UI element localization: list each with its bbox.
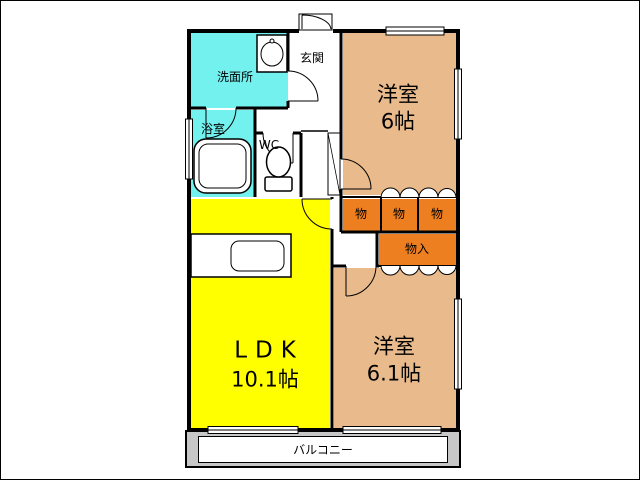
kitchen-sink <box>230 240 285 272</box>
ldk-size: 10.1帖 <box>231 367 299 392</box>
balcony-floor: バルコニー <box>198 436 448 463</box>
bathtub-inner <box>198 143 247 189</box>
entrance-door-swing <box>301 14 332 30</box>
bifold-bump <box>399 265 420 276</box>
bedroom2-name: 洋室 <box>373 334 415 359</box>
toilet-tank <box>264 176 293 192</box>
closet2-label: 物 <box>392 206 406 221</box>
storage-label: 物入 <box>404 241 430 256</box>
bedroom1-label: 洋室 6帖 <box>377 82 419 137</box>
bedroom1-name: 洋室 <box>377 82 419 107</box>
bifold-bump <box>437 188 457 198</box>
bathtub-icon <box>193 138 252 194</box>
bathroom-label: 浴室 <box>200 121 226 136</box>
entrance-door-icon <box>298 13 333 31</box>
toilet-icon <box>264 146 293 192</box>
bedroom1-size: 6帖 <box>380 110 416 134</box>
bifold-bump <box>380 265 401 276</box>
washroom-door-arc <box>287 70 319 102</box>
sink-faucet <box>269 38 275 44</box>
bifold-bump <box>380 187 401 198</box>
closet1-label: 物 <box>354 206 368 221</box>
sink-bowl <box>260 41 284 67</box>
bedroom1-door-arc <box>340 158 372 190</box>
shoe-cabinet-diagonal <box>327 132 341 196</box>
bathroom-door-arc <box>205 107 237 139</box>
shoe-cabinet-icon <box>327 132 341 196</box>
room-storage <box>379 234 456 265</box>
washroom-label: 洗面所 <box>216 69 254 84</box>
entrance-door-frame <box>298 13 333 31</box>
balcony-label: バルコニー <box>293 443 353 457</box>
bifold-bump <box>418 265 439 276</box>
closet-door-bumps <box>380 187 457 276</box>
bedroom2-size: 6.1帖 <box>366 362 422 386</box>
closet3-label: 物 <box>430 206 444 221</box>
door-arcs <box>205 70 377 297</box>
ldk-name: LDK <box>234 337 304 364</box>
wc-label: WC <box>258 137 280 152</box>
entrance-label: 玄関 <box>299 50 325 65</box>
toilet-bowl <box>265 146 292 178</box>
bifold-bump <box>399 187 420 198</box>
windows <box>185 26 462 434</box>
ldk-label: LDK 10.1帖 <box>226 336 304 393</box>
interior-walls <box>189 31 456 428</box>
bifold-bump <box>418 187 439 198</box>
ldk-door-arc <box>301 198 333 230</box>
closet-row <box>343 199 456 231</box>
kitchen-counter-icon <box>190 233 292 278</box>
bifold-bump <box>437 265 457 275</box>
bedroom2-label: 洋室 6.1帖 <box>367 334 421 389</box>
bedroom2-door-arc <box>345 265 377 297</box>
sink-icon <box>256 34 288 73</box>
